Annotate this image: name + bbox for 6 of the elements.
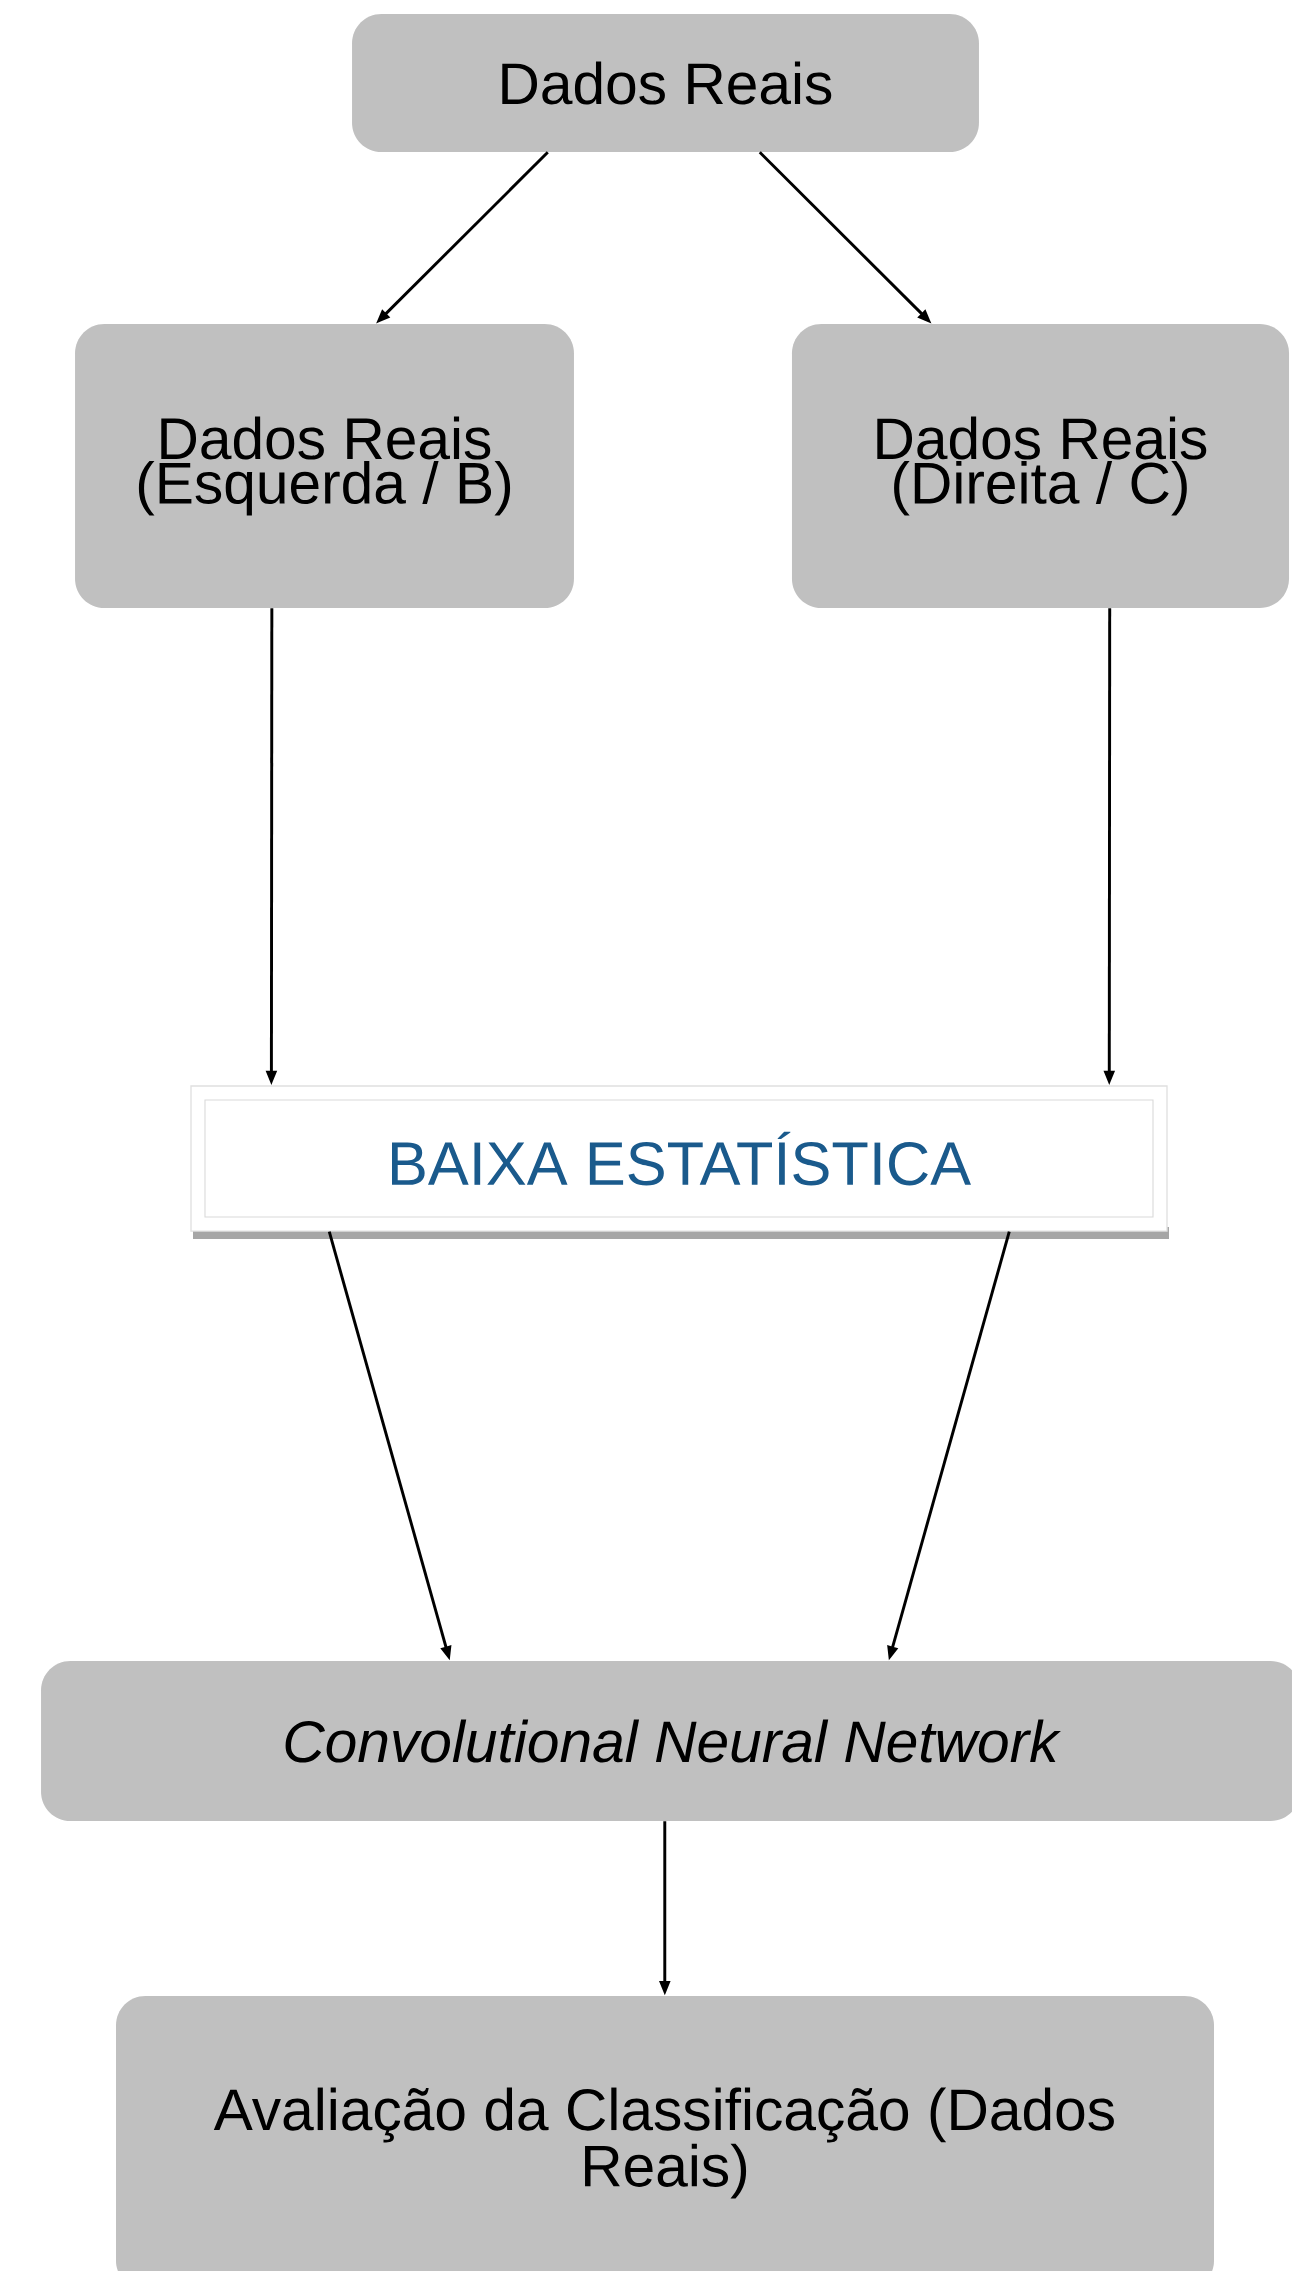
process-box: Avaliação da Classificação (Dados Reais): [116, 1996, 1214, 2271]
process-box: Dados Reais (Direita / C): [791, 324, 1290, 608]
process-box: Convolutional Neural Network: [41, 1661, 1292, 1821]
banner-box: BAIXA ESTATÍSTICA: [190, 1085, 1169, 1239]
process-box: Dados Reais (Esquerda / B): [75, 324, 574, 608]
process-box: Dados Reais: [352, 14, 979, 152]
